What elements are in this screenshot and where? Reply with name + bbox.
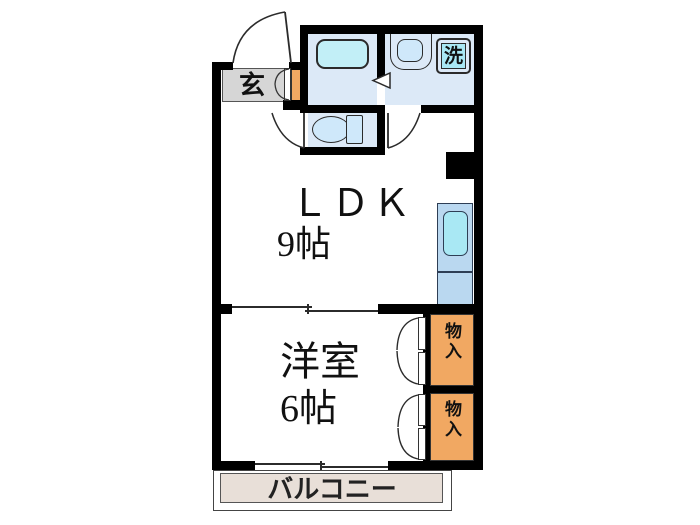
partition-sliding-door-tick [307, 304, 309, 314]
bath-bottom-wall [300, 105, 385, 113]
closet-2 [430, 393, 474, 461]
ldk-pillar [446, 152, 474, 179]
washroom-bottom-wall [421, 105, 474, 113]
balcony-window-rail-2 [320, 466, 388, 468]
closet-2-door-arc-top [397, 394, 419, 428]
toilet-door-arc [271, 112, 305, 149]
balcony-window-rail-1 [255, 463, 325, 465]
closet-2-door-leaf-bottom [418, 428, 426, 460]
partition-wall-right [378, 304, 474, 314]
washroom-door-arc [387, 112, 421, 149]
kitchen-sink [443, 211, 468, 256]
balcony-floor [220, 473, 443, 503]
bedroom-size: 6帖 [279, 388, 337, 430]
shoe-cabinet-door-leaf [284, 68, 291, 101]
washing-machine-label: 洗 [443, 46, 463, 67]
entrance-bottom-corner-wall [283, 100, 308, 110]
entrance-label: 玄 [238, 70, 265, 100]
bath-washroom-divider-wall [377, 34, 385, 78]
toilet-tank [346, 115, 363, 144]
washbasin-bowl [397, 39, 423, 62]
bedroom-name: 洋室 [280, 339, 360, 384]
partition-sliding-door-rail-2 [305, 310, 378, 312]
entrance-top-wall-right [289, 62, 308, 70]
closet-2-door-arc-bottom [397, 427, 419, 460]
kitchen-counter-divider [437, 271, 473, 273]
top-wall [300, 25, 483, 34]
partition-wall-left [212, 304, 232, 314]
toilet-right-wall [377, 105, 385, 155]
closet-2-door-leaf-top [418, 394, 426, 426]
right-wall [474, 25, 483, 470]
entrance-bath-divider-wall [300, 25, 308, 113]
washing-machine [441, 43, 466, 69]
closet-2-label: 物入 [442, 400, 461, 440]
left-wall [212, 62, 221, 470]
entrance-door-leaf [284, 11, 292, 64]
balcony-window-tick [320, 461, 322, 470]
closet-1 [430, 314, 474, 386]
entrance-door-arc [232, 11, 286, 64]
bottom-wall-right [388, 461, 483, 470]
entrance-top-wall-left [212, 62, 233, 70]
partition-sliding-door [232, 304, 378, 314]
bottom-wall-left [212, 461, 255, 470]
ldk-room-size: 9帖 [276, 224, 331, 264]
closet-separator-wall [423, 386, 474, 393]
ldk-room-name: ＬＤＫ [290, 183, 414, 225]
bathtub [316, 39, 369, 69]
closet-1-label: 物入 [442, 322, 461, 362]
closet-1-door-leaf-bottom [418, 352, 426, 385]
balcony-label: バルコニー [267, 474, 397, 504]
partition-sliding-door-rail-1 [232, 306, 312, 308]
toilet-bottom-wall [300, 147, 385, 155]
toilet-bowl [312, 116, 350, 143]
closet-1-door-leaf-top [418, 317, 426, 350]
